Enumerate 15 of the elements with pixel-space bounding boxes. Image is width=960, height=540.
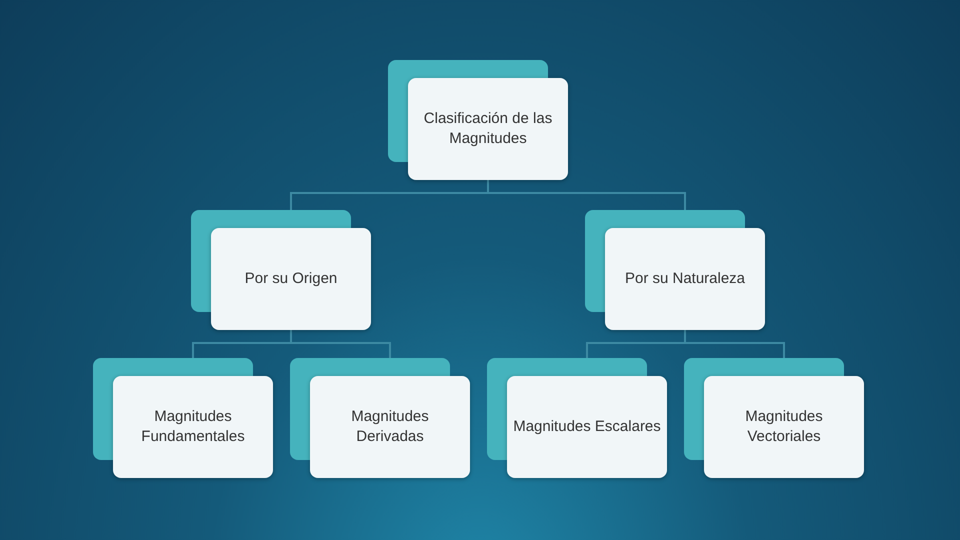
category-box (310, 376, 470, 478)
category-box (211, 228, 371, 330)
connector-line (487, 180, 686, 210)
box-label: Por su Naturaleza (624, 268, 746, 289)
category-box (113, 376, 273, 478)
box-label: Magnitudes Fundamentales (140, 406, 246, 447)
category-box (704, 376, 864, 478)
category-box (507, 376, 667, 478)
category-box (408, 78, 568, 180)
box-label: Por su Origen (244, 268, 338, 289)
box-label: Magnitudes Derivadas (350, 406, 430, 447)
box-label: Magnitudes Escalares (513, 416, 661, 437)
box-label: Clasificación de las Magnitudes (422, 108, 554, 149)
category-box (605, 228, 765, 330)
box-label: Magnitudes Vectoriales (744, 406, 824, 447)
